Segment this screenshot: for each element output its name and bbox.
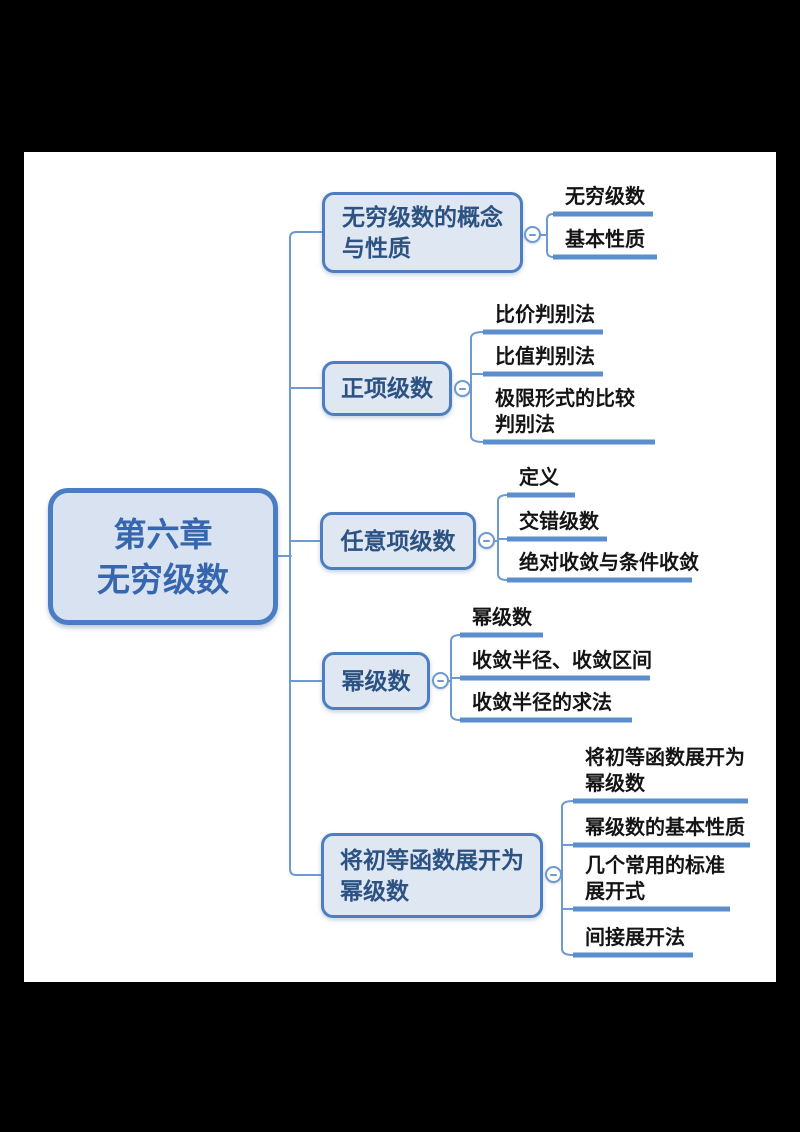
root-label-line1: 第六章 (113, 515, 213, 553)
minus-icon (459, 387, 466, 390)
leaf-node[interactable]: 幂级数 (472, 605, 532, 631)
branch-label-line: 正项级数 (341, 375, 433, 401)
collapse-button-2[interactable] (454, 380, 471, 397)
leaf-label: 基本性质 (565, 229, 645, 251)
branch-label-line: 幂级数 (340, 877, 409, 904)
collapse-button-1[interactable] (524, 226, 541, 243)
branch-label-line: 任意项级数 (340, 527, 456, 554)
minus-icon (550, 873, 557, 876)
collapse-button-3[interactable] (478, 532, 495, 549)
branch-node-concept-properties[interactable]: 无穷级数的概念 与性质 (322, 192, 523, 273)
branch-node-arbitrary-series[interactable]: 任意项级数 (320, 512, 476, 570)
leaf-label: 极限形式的比较 (495, 388, 635, 410)
minus-icon (529, 233, 536, 236)
branch-node-expand-elementary-functions[interactable]: 将初等函数展开为 幂级数 (321, 833, 543, 918)
root-node[interactable]: 第六章 无穷级数 (48, 488, 278, 625)
leaf-label: 收敛半径、收敛区间 (472, 650, 652, 672)
leaf-node[interactable]: 定义 (519, 465, 559, 491)
leaf-label: 判别法 (495, 414, 555, 436)
leaf-label: 幂级数的基本性质 (585, 817, 745, 839)
leaf-node[interactable]: 极限形式的比较 判别法 (495, 386, 635, 438)
leaf-label: 收敛半径的求法 (472, 692, 612, 714)
leaf-node[interactable]: 交错级数 (519, 509, 599, 535)
leaf-node[interactable]: 间接展开法 (585, 925, 685, 951)
minus-icon (437, 679, 444, 682)
leaf-node[interactable]: 比值判别法 (495, 344, 595, 370)
branch-label-line: 将初等函数展开为 (340, 846, 524, 873)
leaf-node[interactable]: 收敛半径、收敛区间 (472, 648, 652, 674)
root-label-line2: 无穷级数 (97, 560, 229, 598)
leaf-label: 比值判别法 (495, 346, 595, 368)
collapse-button-5[interactable] (545, 866, 562, 883)
leaf-node[interactable]: 将初等函数展开为 幂级数 (585, 745, 745, 797)
leaf-node[interactable]: 基本性质 (565, 227, 645, 253)
branch-node-positive-series[interactable]: 正项级数 (322, 361, 452, 416)
collapse-button-4[interactable] (432, 672, 449, 689)
leaf-label: 几个常用的标准 (585, 855, 725, 877)
branch-node-power-series[interactable]: 幂级数 (322, 652, 430, 710)
leaf-label: 幂级数 (585, 773, 645, 795)
branch-label-line: 幂级数 (341, 667, 411, 694)
mindmap-canvas: 第六章 无穷级数 无穷级数的概念 与性质 无穷级数 基本性质 正项级数 比价判别… (24, 152, 776, 982)
leaf-label: 绝对收敛与条件收敛 (519, 552, 699, 574)
leaf-node[interactable]: 比价判别法 (495, 302, 595, 328)
branch-label-line: 无穷级数的概念 (342, 203, 503, 230)
leaf-node[interactable]: 几个常用的标准 展开式 (585, 853, 725, 905)
leaf-node[interactable]: 无穷级数 (565, 184, 645, 210)
leaf-label: 间接展开法 (585, 927, 685, 949)
leaf-node[interactable]: 幂级数的基本性质 (585, 815, 745, 841)
connector-lines (277, 211, 750, 958)
leaf-label: 幂级数 (472, 607, 532, 629)
leaf-node[interactable]: 收敛半径的求法 (472, 690, 612, 716)
minus-icon (483, 539, 490, 542)
leaf-node[interactable]: 绝对收敛与条件收敛 (519, 550, 699, 576)
leaf-label: 展开式 (585, 881, 645, 903)
leaf-label: 无穷级数 (565, 186, 645, 208)
leaf-label: 将初等函数展开为 (585, 747, 745, 769)
leaf-label: 交错级数 (519, 511, 599, 533)
branch-label-line: 与性质 (342, 234, 411, 261)
leaf-label: 比价判别法 (495, 304, 595, 326)
leaf-label: 定义 (519, 467, 559, 489)
